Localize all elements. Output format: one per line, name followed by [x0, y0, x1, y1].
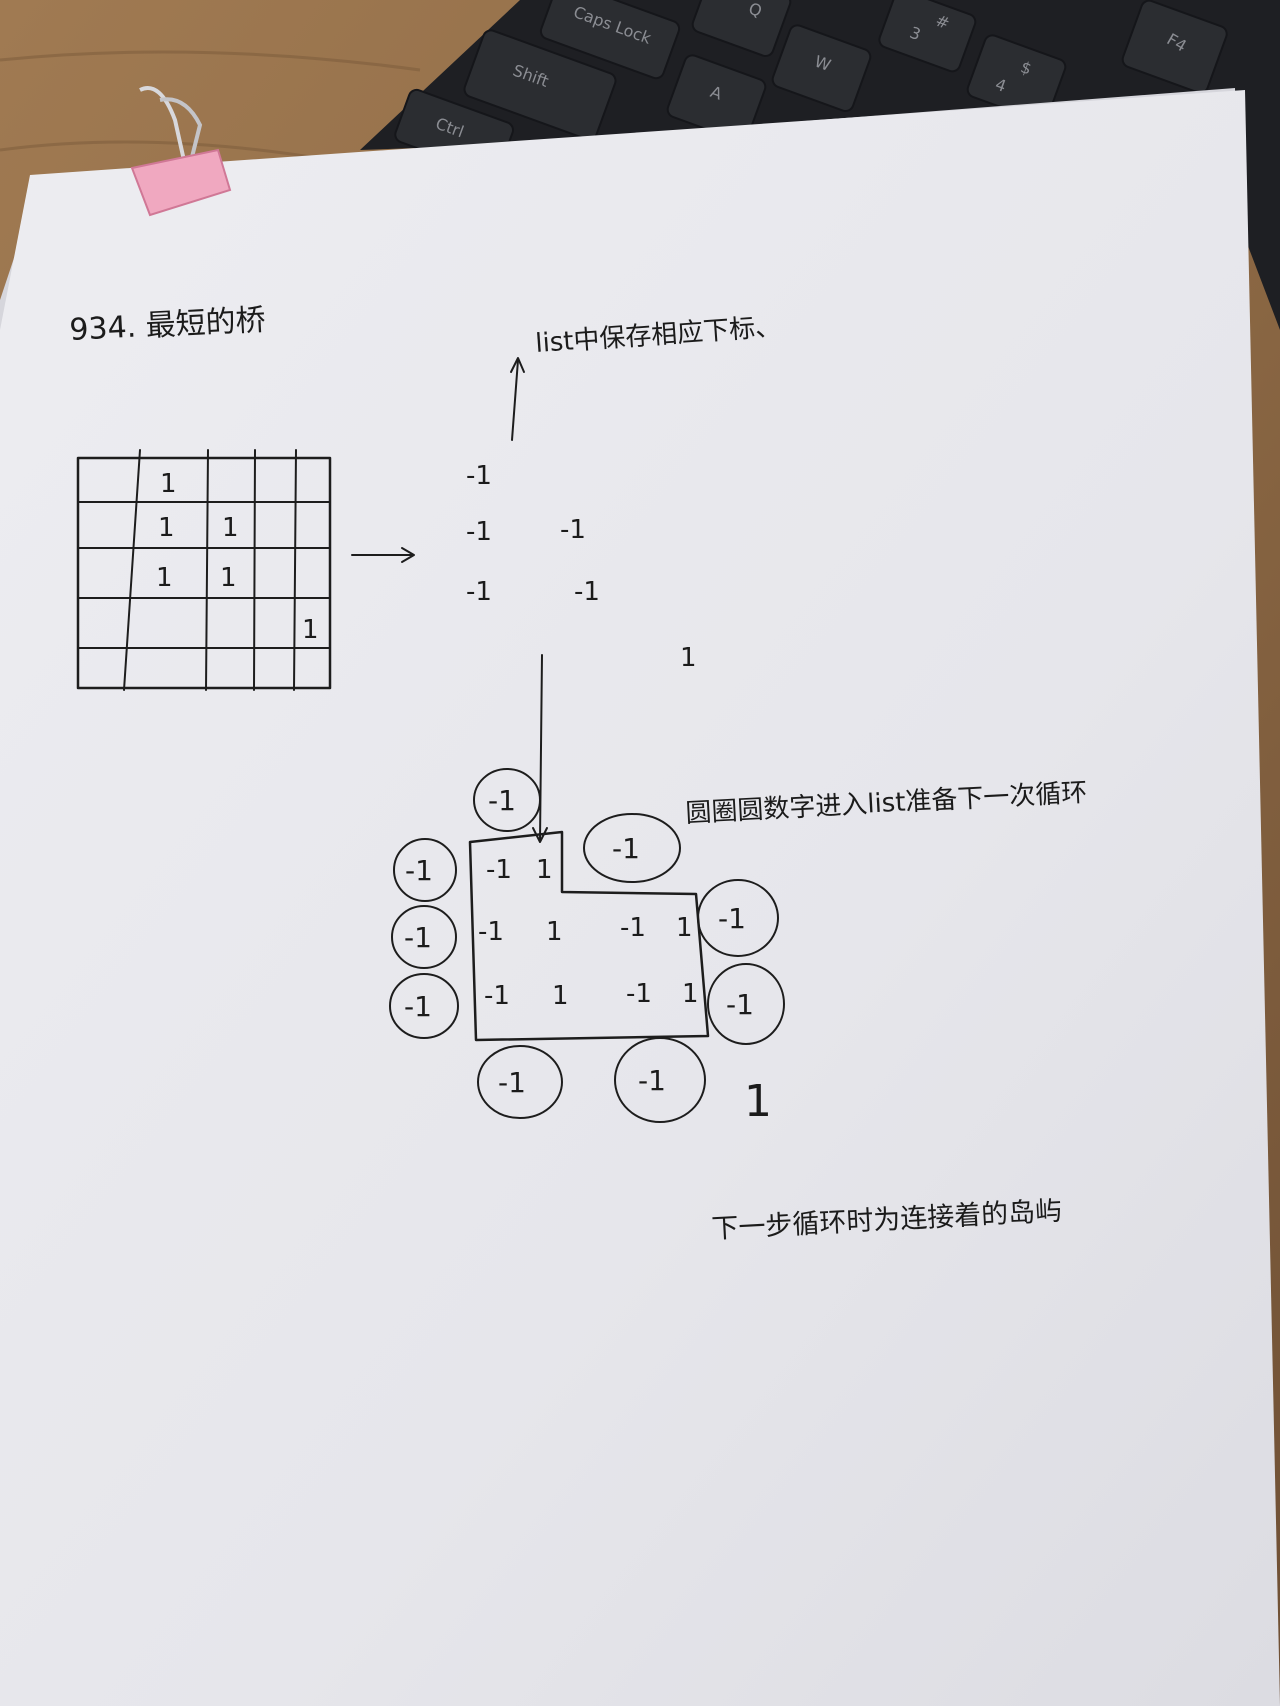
- grid-border: [76, 456, 332, 690]
- island-value: 1: [536, 855, 553, 885]
- grid-col-line: [205, 449, 209, 691]
- island-outline: -1 1 -1 1 -1 1 -1 1 -1 1: [468, 830, 710, 1042]
- circle: [477, 1045, 563, 1119]
- key-3: [878, 0, 977, 73]
- grid-cell: 1: [220, 563, 237, 593]
- key-f4: [1121, 0, 1228, 94]
- right-arrow: [351, 547, 415, 563]
- circle: [393, 838, 457, 902]
- marked-value: 1: [680, 643, 697, 673]
- key-caps-lock: [539, 0, 681, 80]
- marked-value: -1: [466, 577, 492, 607]
- circled-value: -1: [404, 921, 432, 954]
- grid-cell: 1: [156, 563, 173, 593]
- circled-value: -1: [498, 1066, 526, 1099]
- circle: [583, 813, 681, 883]
- grid-col-line: [293, 449, 297, 691]
- grid-cell: 1: [222, 513, 239, 543]
- circled-value: -1: [488, 784, 516, 817]
- circled-value: -1: [405, 854, 433, 887]
- grid-cell: 1: [302, 615, 319, 645]
- circled-value: -1: [638, 1064, 666, 1097]
- binary-grid: 1 1 1 1 1 1: [76, 449, 332, 691]
- island-value: 1: [546, 917, 563, 947]
- paper-sheet: [0, 88, 1280, 1706]
- marked-value: -1: [466, 461, 492, 491]
- binder-clip: [130, 86, 232, 217]
- marked-value: -1: [560, 515, 586, 545]
- grid-cell: 1: [158, 513, 175, 543]
- circle: [697, 879, 779, 957]
- circle: [389, 973, 459, 1039]
- circled-values: -1 -1 -1 -1 -1 -1 -1 -1 -1: [389, 768, 785, 1123]
- island-value: 1: [676, 913, 693, 943]
- circled-value: -1: [404, 990, 432, 1023]
- lone-one: 1: [744, 1076, 772, 1127]
- keyboard: Caps Lock Q 3 # F4 Shift A W 4 $ Ctrl: [360, 0, 1280, 330]
- island-value: -1: [620, 913, 646, 943]
- key-shift: [463, 29, 617, 141]
- marked-matrix: -1 -1 -1 -1 -1 1: [466, 461, 697, 673]
- key-label-w: W: [812, 52, 834, 75]
- circle: [707, 963, 785, 1045]
- key-q: [691, 0, 792, 58]
- up-arrow: [510, 357, 525, 441]
- island-value: -1: [484, 981, 510, 1011]
- island-value: -1: [486, 855, 512, 885]
- grid-col-line: [123, 449, 141, 691]
- key-label-hash: #: [933, 11, 952, 33]
- island-value: 1: [552, 981, 569, 1011]
- island-value: -1: [626, 979, 652, 1009]
- circled-value: -1: [718, 902, 746, 935]
- marked-value: -1: [466, 517, 492, 547]
- circle: [473, 768, 541, 832]
- grid-col-line: [253, 449, 256, 691]
- island-value: -1: [478, 917, 504, 947]
- circled-value: -1: [726, 988, 754, 1021]
- circle: [614, 1037, 706, 1123]
- circle: [391, 905, 457, 969]
- marked-value: -1: [574, 577, 600, 607]
- key-w: [771, 24, 872, 113]
- circled-value: -1: [612, 832, 640, 865]
- grid-cell: 1: [160, 469, 177, 499]
- island-value: 1: [682, 979, 699, 1009]
